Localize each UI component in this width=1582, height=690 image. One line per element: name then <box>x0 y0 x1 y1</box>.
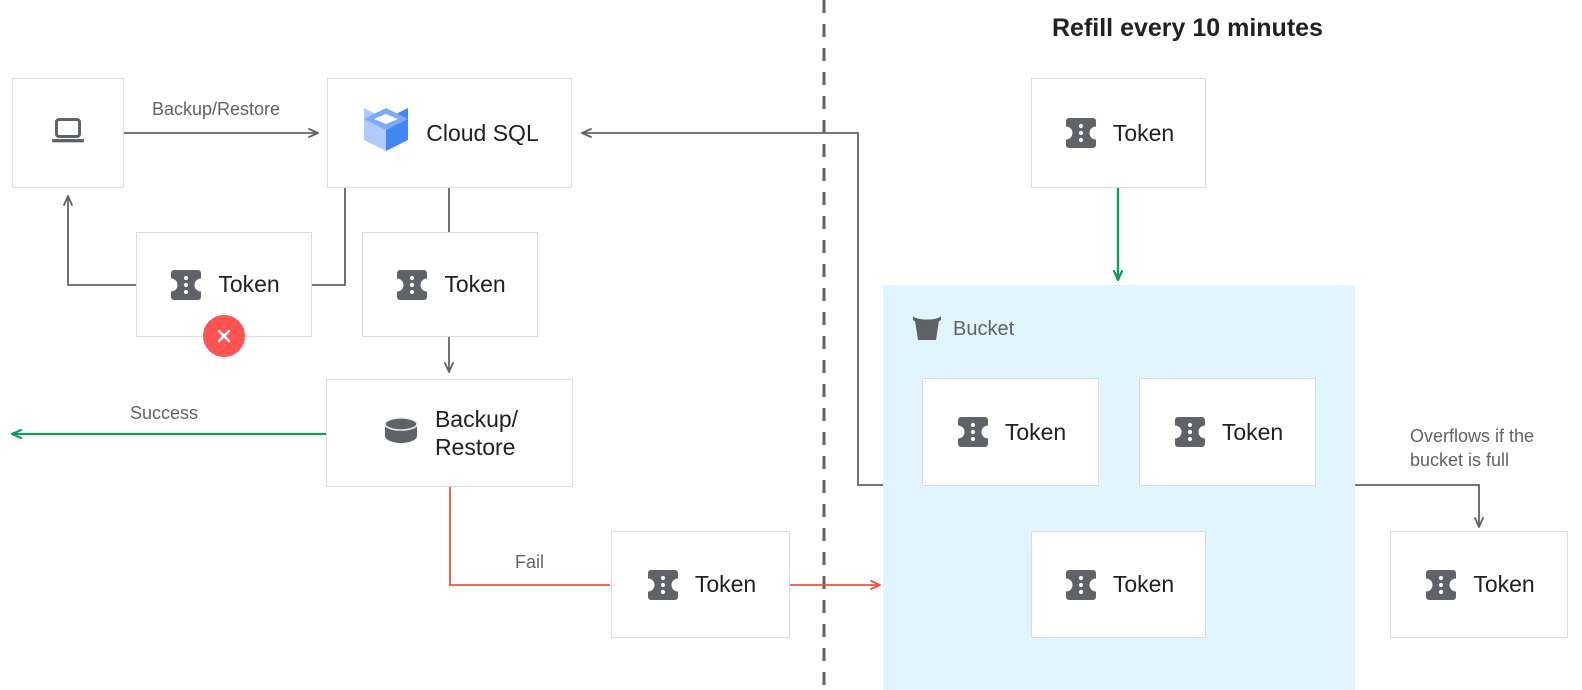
node-cloud-sql-label: Cloud SQL <box>426 119 539 146</box>
database-icon <box>381 414 421 453</box>
node-client[interactable] <box>12 78 124 188</box>
node-cloud-sql[interactable]: Cloud SQL <box>327 78 572 188</box>
node-token-client[interactable]: Token <box>136 232 312 337</box>
token-icon <box>394 269 430 301</box>
node-token-cloudsql[interactable]: Token <box>362 232 538 337</box>
bucket-label: Bucket <box>953 318 1015 340</box>
token-icon <box>645 569 681 601</box>
node-token-fail[interactable]: Token <box>611 531 790 638</box>
laptop-icon <box>48 116 88 151</box>
node-token-fail-label: Token <box>694 571 757 598</box>
error-x-icon <box>203 315 245 357</box>
edge-overflow <box>1355 484 1484 528</box>
token-icon <box>1423 569 1459 601</box>
node-token-bucket-2[interactable]: Token <box>1139 378 1316 486</box>
edge-label-success: Success <box>130 403 199 423</box>
token-icon <box>1172 416 1208 448</box>
node-token-client-label: Token <box>218 271 280 298</box>
token-icon <box>955 416 991 448</box>
node-token-overflow-label: Token <box>1473 571 1535 598</box>
node-token-bucket-3-label: Token <box>1112 571 1175 598</box>
bucket-header: Bucket <box>911 312 1014 347</box>
node-token-refill-label: Token <box>1112 119 1175 146</box>
edge-cloudsql-to-token-client <box>312 188 346 286</box>
node-token-bucket-1[interactable]: Token <box>922 378 1099 486</box>
node-token-overflow[interactable]: Token <box>1390 531 1568 638</box>
edge-bucket-to-cloudsql <box>581 128 883 486</box>
cloud-sql-icon <box>360 103 412 164</box>
edge-label-backup-restore: Backup/Restore <box>152 99 281 119</box>
node-backup-restore-label: Backup/ Restore <box>434 405 519 460</box>
node-token-bucket-2-label: Token <box>1221 418 1284 445</box>
node-token-refill[interactable]: Token <box>1031 78 1206 188</box>
token-icon <box>168 269 204 301</box>
edge-token-to-client <box>63 195 136 286</box>
edge-label-fail: Fail <box>515 552 545 572</box>
token-icon <box>1063 117 1099 149</box>
page-title: Refill every 10 minutes <box>1052 14 1323 42</box>
token-icon <box>1063 569 1099 601</box>
node-backup-restore[interactable]: Backup/ Restore <box>326 379 573 487</box>
node-token-cloudsql-label: Token <box>444 271 506 298</box>
node-token-bucket-1-label: Token <box>1004 418 1067 445</box>
node-token-bucket-3[interactable]: Token <box>1031 531 1206 638</box>
bucket-icon <box>911 312 943 347</box>
edge-label-overflow: Overflows if the bucket is full <box>1410 426 1535 471</box>
